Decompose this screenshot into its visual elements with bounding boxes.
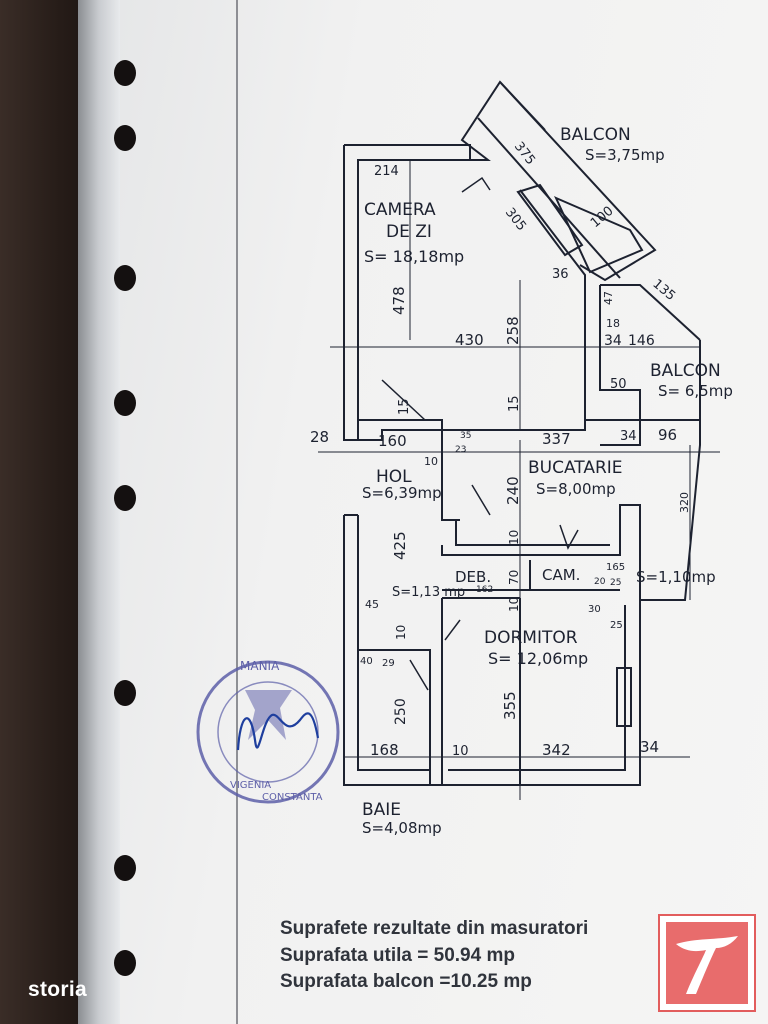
hol-name: HOL [376, 467, 412, 487]
stamp-bottom-text-2: CONSTANTA [262, 792, 323, 803]
dim-label: 10 [452, 744, 469, 759]
dim-label: 342 [542, 741, 571, 759]
dim-label: 18 [606, 317, 620, 330]
cam-area: S=1,10mp [636, 568, 716, 586]
punch-hole [114, 485, 136, 511]
deb-area: S=1,13 mp [392, 585, 465, 600]
punch-hole [114, 125, 136, 151]
dim-label: 250 [393, 698, 409, 725]
dim-label: 70 [507, 570, 521, 585]
dim-label: 15 [397, 398, 412, 415]
deb-name: DEB. [455, 568, 491, 586]
dim-label: 146 [628, 333, 655, 349]
dim-label: 10 [394, 625, 408, 640]
storia-watermark: storia [28, 978, 87, 1001]
stamp-top-text: MANIA [240, 659, 280, 673]
dormitor-name: DORMITOR [484, 628, 578, 648]
dim-label: 34 [620, 429, 637, 444]
stamp-bottom-text: VIGENIA [230, 780, 271, 791]
dim-label: 430 [455, 331, 484, 349]
camera-name: CAMERA [364, 200, 436, 220]
punch-hole [114, 60, 136, 86]
dim-label: 425 [391, 531, 409, 560]
dim-label: 20 [594, 577, 606, 587]
dim-label: 337 [542, 430, 571, 448]
dim-label: 10 [507, 530, 521, 545]
dim-label: 10 [507, 597, 521, 612]
dim-label: 29 [382, 658, 395, 669]
dim-label: 34 [604, 333, 622, 349]
dim-label: 34 [640, 738, 659, 756]
dim-label: 36 [552, 267, 569, 282]
summary-line-2: Suprafata utila = 50.94 mp [280, 945, 515, 966]
cam-name: CAM. [542, 566, 580, 584]
dim-label: 240 [504, 476, 522, 505]
dim-label: 23 [455, 445, 466, 455]
punch-hole [114, 265, 136, 291]
summary-line-3: Suprafata balcon =10.25 mp [280, 971, 532, 992]
dim-label: 10 [424, 455, 438, 468]
dim-label: 168 [370, 741, 399, 759]
dim-label: 100 [588, 204, 617, 231]
punch-hole [114, 680, 136, 706]
bucatarie-area: S=8,00mp [536, 480, 616, 498]
camera-area: S= 18,18mp [364, 247, 464, 266]
dormitor-area: S= 12,06mp [488, 649, 588, 668]
dim-label: 375 [511, 139, 538, 168]
balcon-top-area: S=3,75mp [585, 146, 665, 164]
dim-label: 478 [390, 286, 408, 315]
summary-line-1: Suprafete rezultate din masuratori [280, 918, 589, 939]
dim-label: 258 [504, 316, 522, 345]
dim-label: 47 [602, 291, 615, 305]
baie-name: BAIE [362, 800, 401, 820]
plan-walls [318, 80, 720, 800]
bucatarie-name: BUCATARIE [528, 458, 623, 478]
brand-logo [658, 914, 756, 1012]
margin-line [236, 0, 238, 1024]
dim-label: 165 [606, 562, 625, 573]
dim-label: 135 [649, 277, 678, 304]
balcon-right-name: BALCON [650, 361, 721, 381]
dim-label: 25 [610, 620, 623, 631]
dim-label: 96 [658, 426, 677, 444]
brand-logo-icon [666, 922, 748, 1004]
balcon-right-area: S= 6,5mp [658, 382, 733, 400]
dim-label: 35 [460, 431, 471, 441]
dim-label: 30 [588, 604, 601, 615]
dim-label: 355 [501, 691, 519, 720]
dim-label: 160 [378, 432, 407, 450]
dim-label: 50 [610, 377, 627, 392]
dim-label: 320 [678, 492, 691, 513]
baie-area: S=4,08mp [362, 819, 442, 837]
signature [236, 712, 320, 751]
camera-name-2: DE ZI [386, 222, 432, 242]
dim-label: 28 [310, 428, 329, 446]
punch-hole [114, 855, 136, 881]
dim-label: 25 [610, 578, 621, 588]
dim-label: 162 [476, 585, 493, 595]
official-stamp: MANIA VIGENIA CONSTANTA [196, 659, 340, 804]
balcon-top-name: BALCON [560, 125, 631, 145]
dim-label: 40 [360, 656, 373, 667]
hol-area: S=6,39mp [362, 484, 442, 502]
dim-label: 305 [502, 205, 529, 234]
paper-sheet [120, 0, 768, 1024]
dim-label: 15 [507, 395, 522, 412]
dim-label: 45 [365, 598, 379, 611]
dim-label: 214 [374, 164, 399, 179]
punch-hole [114, 950, 136, 976]
punch-hole [114, 390, 136, 416]
